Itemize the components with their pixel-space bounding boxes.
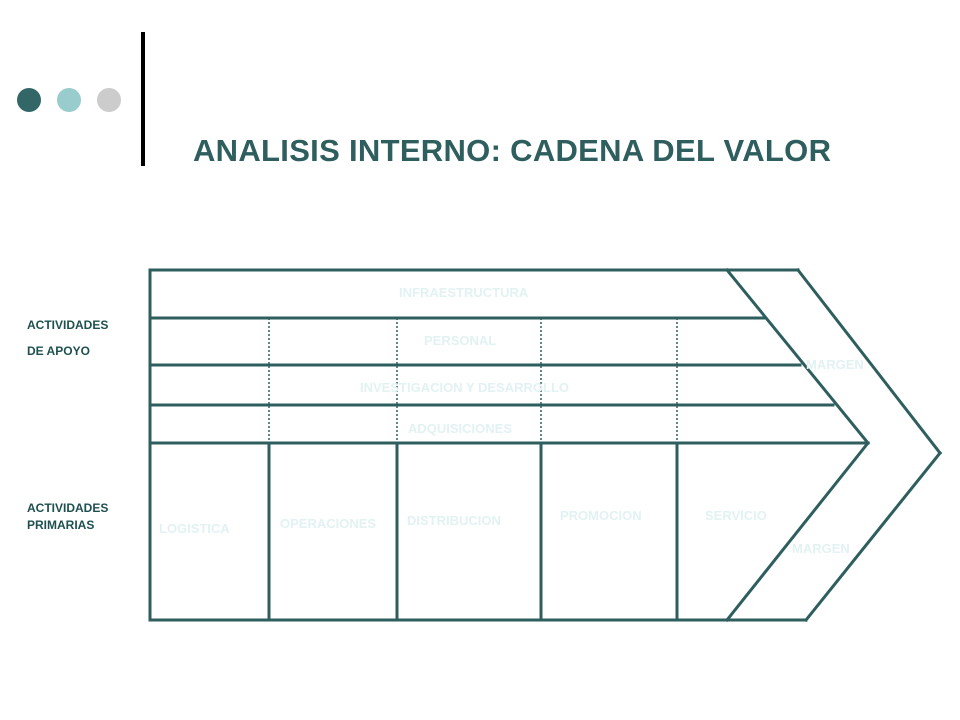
dotted-dividers [268,318,678,443]
margen-upper-label: MARGEN [806,357,864,372]
distribucion-label: DISTRIBUCION [407,513,501,528]
primary-activities-label: ACTIVIDADES PRIMARIAS [27,500,108,534]
inner-chevron-top [724,267,871,446]
personal-label: PERSONAL [424,333,496,348]
decorative-dot-light [57,88,81,112]
investigacion-label: INVESTIGACION Y DESARROLLO [360,380,569,395]
primary-label-line-2: PRIMARIAS [27,518,95,532]
infraestructura-label: INFRAESTRUCTURA [399,285,529,300]
adquisiciones-label: ADQUISICIONES [408,421,512,436]
value-chain-lines [148,267,943,623]
diagram-text: INFRAESTRUCTURA PERSONAL INVESTIGACION Y… [159,285,864,556]
promocion-label: PROMOCION [560,508,642,523]
margen-lower-label: MARGEN [792,541,850,556]
primary-label-line-1: ACTIVIDADES [27,501,109,515]
support-activities-label: ACTIVIDADES DE APOYO [27,312,108,364]
page-title: ANALISIS INTERNO: CADENA DEL VALOR [193,133,832,168]
decorative-dot-dark [17,88,41,112]
title-divider-bar [141,32,145,166]
inner-chevron-bottom [724,440,871,623]
support-label-line-2: DE APOYO [27,344,90,358]
decorative-dot-gray [97,88,121,112]
logistica-label: LOGISTICA [159,521,230,536]
outer-chevron-bottom [803,450,943,623]
servicio-label: SERVICIO [705,508,767,523]
outer-chevron-top [795,267,943,456]
support-label-line-1: ACTIVIDADES [27,318,109,332]
operaciones-label: OPERACIONES [280,516,376,531]
